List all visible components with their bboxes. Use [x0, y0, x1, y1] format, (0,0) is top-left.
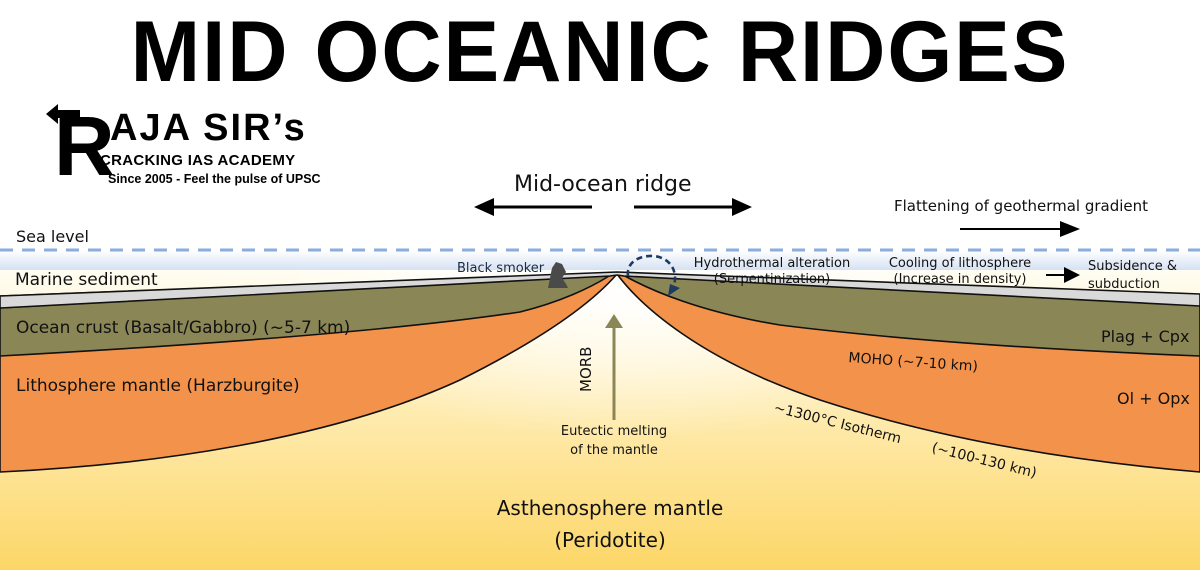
logo-initial: R: [54, 99, 115, 193]
logo-subtitle: CRACKING IAS ACADEMY: [100, 152, 296, 169]
logo-arrow-icon: [46, 104, 80, 124]
black-smoker-label: Black smoker: [457, 261, 545, 276]
ocean-crust-layer: [0, 272, 1200, 357]
cooling-label: Cooling of lithosphere (Increase in dens…: [888, 256, 1032, 287]
lithosphere-mantle-label: Lithosphere mantle (Harzburgite): [16, 376, 300, 396]
mid-ocean-ridge-label: Mid-ocean ridge: [514, 172, 692, 197]
hydrothermal-label: Hydrothermal alteration (Serpentinizatio…: [693, 256, 851, 287]
logo-tagline: Since 2005 - Feel the pulse of UPSC: [108, 172, 321, 186]
page-title: MID OCEANIC RIDGES: [130, 4, 1070, 100]
cooling-arrow-icon: [1046, 267, 1080, 283]
morb-label: MORB: [577, 346, 595, 392]
spreading-arrows-icon: [474, 198, 752, 216]
geothermal-gradient-label: Flattening of geothermal gradient: [894, 197, 1149, 215]
asthenosphere-label: Asthenosphere mantle (Peridotite): [496, 496, 724, 552]
sea-level-label: Sea level: [16, 227, 89, 246]
ol-opx-label: Ol + Opx: [1117, 389, 1190, 408]
logo-name: AJA SIR’s: [110, 107, 307, 149]
academy-logo: R AJA SIR’s CRACKING IAS ACADEMY Since 2…: [44, 100, 324, 190]
marine-sediment-layer: [0, 271, 1200, 309]
geothermal-arrow-icon: [960, 221, 1080, 237]
marine-sediment-label: Marine sediment: [15, 270, 158, 290]
hydrothermal-circulation-icon: [626, 254, 680, 296]
plag-cpx-label: Plag + Cpx: [1101, 327, 1190, 346]
morb-arrow-icon: [605, 314, 623, 420]
black-smoker-icon: [548, 262, 568, 288]
eutectic-melting-label: Eutectic melting of the mantle: [560, 424, 668, 458]
subsidence-label: Subsidence & subduction: [1088, 259, 1178, 292]
ocean-crust-label: Ocean crust (Basalt/Gabbro) (~5-7 km): [16, 318, 351, 338]
